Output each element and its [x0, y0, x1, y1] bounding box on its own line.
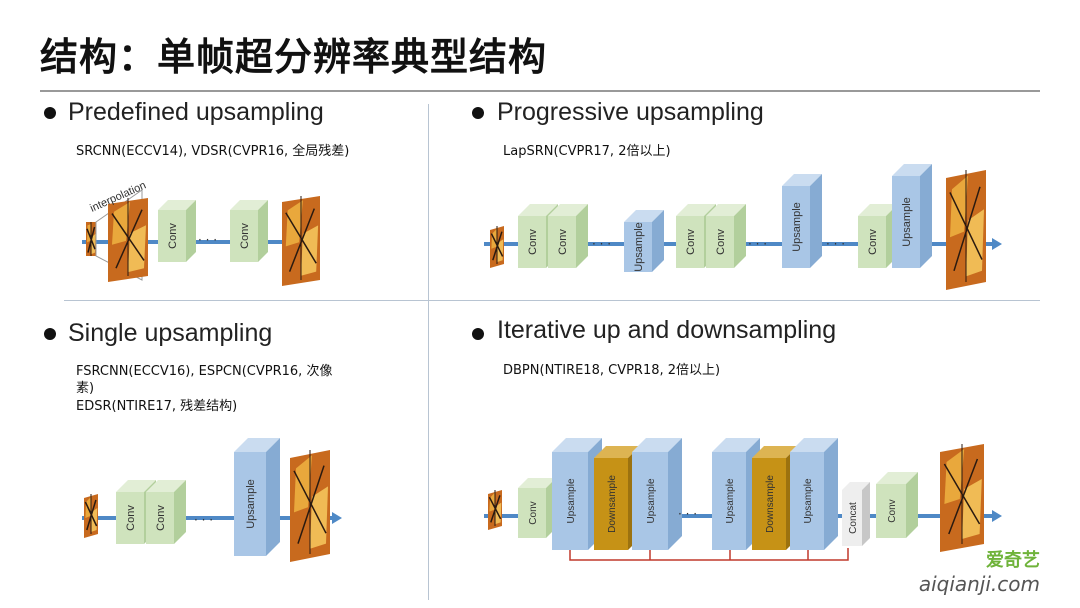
interp-image-predefined	[108, 198, 148, 282]
conv-block-predefined-2-label: Conv	[239, 223, 251, 249]
section-heading-iterative: Iterative up and downsampling	[497, 316, 837, 344]
block-progressive-4-label: Conv	[685, 229, 697, 255]
ellipsis-single: · · ·	[194, 513, 213, 527]
block-progressive-2: Conv	[548, 204, 588, 268]
watermark: 爱奇艺 aiqianji.com	[919, 546, 1040, 596]
hr-image-predefined	[282, 196, 320, 286]
skip-connections	[569, 548, 849, 561]
block-progressive-2-label: Conv	[557, 229, 569, 255]
section-sub-predefined: SRCNN(ECCV14), VDSR(CVPR16, 全局残差)	[76, 144, 350, 159]
section-sub-iterative: DBPN(NTIRE18, CVPR18, 2倍以上)	[503, 363, 721, 378]
block-iterative-3-label: Downsample	[607, 475, 618, 533]
lr-image-predefined	[86, 222, 96, 256]
horizontal-divider	[64, 300, 1040, 301]
bullet-icon	[472, 328, 484, 340]
ellipsis-progressive-2: · · ·	[748, 237, 767, 251]
lr-image-iterative	[488, 490, 502, 530]
bullet-icon	[44, 328, 56, 340]
block-iterative-8-label: Concat	[848, 502, 859, 534]
block-progressive-5-label: Conv	[715, 229, 727, 255]
block-progressive-6-label: Upsample	[791, 202, 803, 252]
ellipsis-progressive-1: · · ·	[592, 237, 611, 251]
bullet-icon	[472, 107, 484, 119]
block-iterative-6-label: Downsample	[765, 475, 776, 533]
block-iterative-7-label: Upsample	[803, 478, 814, 523]
block-progressive-8-label: Upsample	[901, 197, 913, 247]
vertical-divider	[428, 104, 429, 600]
lr-image-progressive	[490, 226, 504, 268]
block-iterative-2-label: Upsample	[566, 478, 577, 523]
conv-block-single-2: Conv	[146, 480, 186, 544]
section-heading-predefined: Predefined upsampling	[68, 98, 324, 126]
lr-image-single	[84, 494, 98, 538]
block-iterative-5-label: Upsample	[725, 478, 736, 523]
arrow-iterative-head	[992, 510, 1002, 522]
arrow-progressive-head	[992, 238, 1002, 250]
block-progressive-1-label: Conv	[527, 229, 539, 255]
section-sub-progressive: LapSRN(CVPR17, 2倍以上)	[503, 144, 671, 159]
watermark-logo: 爱奇艺	[986, 550, 1040, 571]
block-progressive-5: Conv	[706, 204, 746, 268]
block-iterative-9-label: Conv	[887, 499, 898, 522]
page-title: 结构：单帧超分辨率典型结构	[40, 35, 548, 79]
upsample-block-single: Upsample	[234, 438, 280, 556]
hr-image-single	[290, 450, 330, 562]
block-progressive-3: Upsample	[624, 210, 664, 272]
conv-block-single-1-label: Conv	[125, 505, 137, 531]
block-iterative-4-label: Upsample	[646, 478, 657, 523]
block-iterative-9: Conv	[876, 472, 918, 538]
ellipsis-predefined: · · ·	[198, 233, 217, 247]
title-underline	[40, 90, 1040, 92]
block-iterative-4: Upsample	[632, 438, 682, 550]
section-sub-single-2: 素)	[76, 381, 95, 396]
block-progressive-7-label: Conv	[867, 229, 879, 255]
arrow-single-head	[332, 512, 342, 524]
hr-image-iterative	[940, 444, 984, 552]
block-progressive-3-label: Upsample	[633, 222, 645, 272]
block-iterative-1-label: Conv	[528, 501, 539, 524]
block-iterative-8: Concat	[842, 482, 870, 546]
conv-block-predefined-1: Conv	[158, 200, 196, 262]
block-progressive-6: Upsample	[782, 174, 822, 268]
bullet-icon	[44, 107, 56, 119]
block-iterative-7: Upsample	[790, 438, 838, 550]
section-heading-single: Single upsampling	[68, 319, 273, 347]
upsample-block-single-label: Upsample	[245, 479, 257, 529]
watermark-url: aiqianji.com	[918, 572, 1040, 596]
hr-image-progressive	[946, 170, 986, 290]
block-progressive-8: Upsample	[892, 164, 932, 268]
interpolation-frame	[95, 189, 143, 281]
conv-block-predefined-2: Conv	[230, 200, 268, 262]
ellipsis-iterative: · · ·	[678, 507, 697, 521]
conv-block-predefined-1-label: Conv	[167, 223, 179, 249]
block-iterative-1: Conv	[518, 478, 556, 538]
section-sub-single-1: FSRCNN(ECCV16), ESPCN(CVPR16, 次像	[76, 364, 333, 379]
conv-block-single-2-label: Conv	[155, 505, 167, 531]
section-heading-progressive: Progressive upsampling	[497, 98, 764, 126]
ellipsis-progressive-3: · · ·	[826, 237, 845, 251]
section-sub-single-3: EDSR(NTIRE17, 残差结构)	[76, 399, 238, 414]
